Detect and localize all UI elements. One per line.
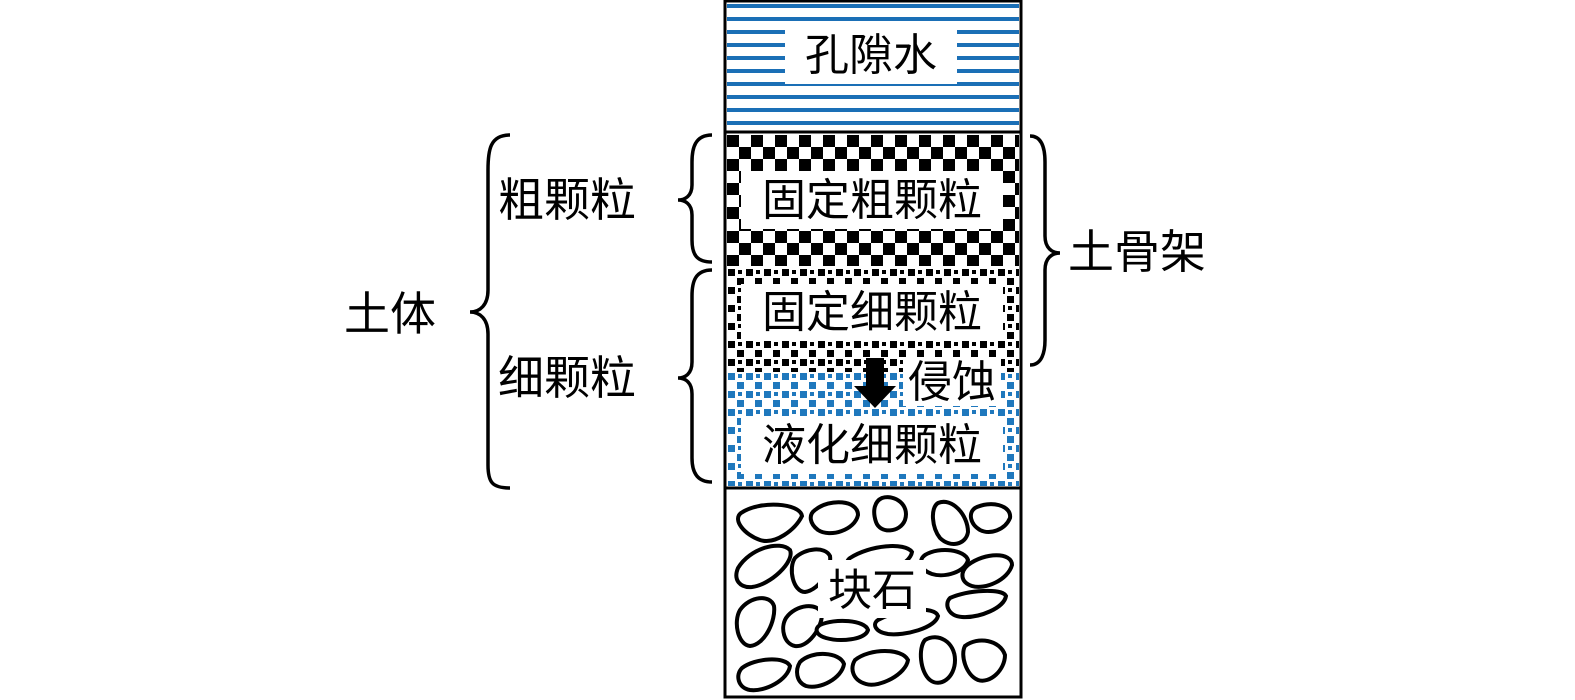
fixed-coarse-label: 固定粗颗粒 [762, 175, 982, 226]
column-borders [723, 0, 1023, 699]
erosion-label: 侵蚀 [908, 357, 996, 408]
coarse-particle-label: 粗颗粒 [498, 173, 636, 227]
soil-body-label: 土体 [344, 287, 436, 341]
pore-water-label-bg [785, 24, 957, 84]
skeleton-brace [1029, 134, 1061, 367]
fine-particle-label: 细颗粒 [498, 351, 636, 405]
fine-brace [677, 268, 713, 484]
block-stone-label-bg [818, 560, 926, 618]
fixed-fine-label-bg [741, 284, 1003, 340]
fixed-fine-label: 固定细颗粒 [762, 287, 982, 338]
soil-body-brace [469, 133, 511, 490]
pore-water-label: 孔隙水 [805, 30, 937, 81]
liquefied-fine-label-bg [741, 418, 1003, 474]
block-stone-label: 块石 [828, 565, 916, 616]
left-brackets [469, 133, 713, 490]
soil-skeleton-label: 土骨架 [1068, 225, 1206, 279]
erosion-arrow-icon [854, 358, 896, 408]
soil-column: 孔隙水 固定粗颗粒 固定细颗粒 侵蚀 液化细颗粒 [723, 0, 1023, 699]
coarse-brace [677, 133, 713, 264]
erosion-label-bg [903, 358, 1001, 406]
fixed-coarse-label-bg [741, 171, 1003, 229]
liquefied-fine-label: 液化细颗粒 [762, 420, 982, 471]
